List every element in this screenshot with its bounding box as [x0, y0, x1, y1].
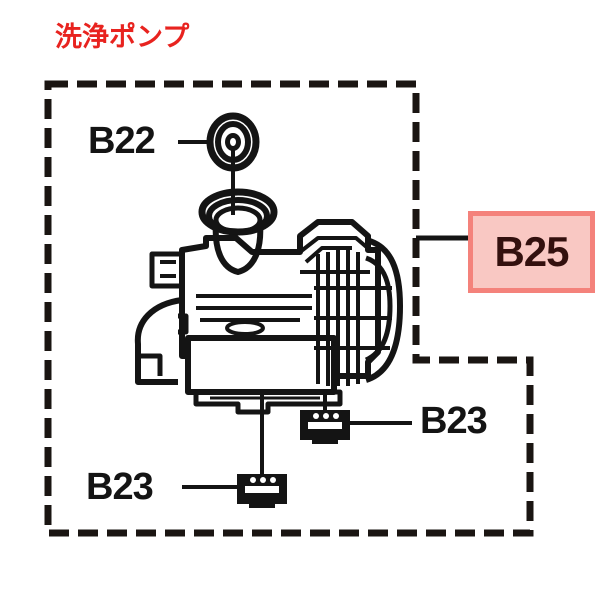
leader-lines	[178, 140, 470, 489]
group-outline-dashed	[44, 80, 534, 537]
rubber-mount-foot-right	[300, 410, 350, 444]
rubber-mount-foot-left	[237, 474, 287, 508]
part-label-b22: B22	[88, 120, 156, 162]
part-label-b25: B25	[494, 228, 569, 275]
part-label-b23-left: B23	[86, 466, 154, 508]
page-title: 洗浄ポンプ	[55, 22, 190, 52]
oil-seal-ring	[206, 112, 260, 172]
wash-pump-assembly	[134, 188, 403, 415]
part-label-b23-right: B23	[420, 400, 488, 442]
status-badge-b25-highlight: B25	[468, 211, 595, 293]
